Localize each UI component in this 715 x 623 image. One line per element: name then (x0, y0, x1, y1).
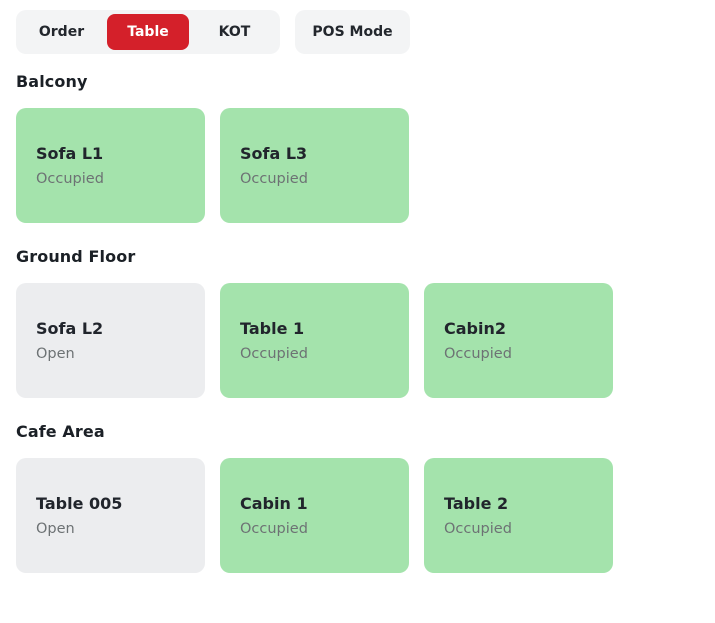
table-name: Sofa L1 (36, 144, 104, 163)
table-name: Table 2 (444, 494, 509, 513)
table-status: Occupied (240, 171, 308, 187)
table-name: Sofa L2 (36, 319, 104, 338)
card-row-balcony: Sofa L1 Occupied Sofa L3 Occupied (16, 108, 699, 223)
table-status: Open (36, 521, 75, 537)
table-status: Open (36, 346, 75, 362)
table-management-page: Order Table KOT POS Mode Balcony Sofa L1… (16, 10, 699, 573)
card-row-ground-floor: Sofa L2 Open Table 1 Occupied Cabin2 Occ… (16, 283, 699, 398)
tab-order[interactable]: Order (16, 10, 107, 54)
table-card[interactable]: Sofa L3 Occupied (220, 108, 409, 223)
table-status: Occupied (240, 521, 308, 537)
section-title-ground-floor: Ground Floor (16, 247, 136, 266)
toolbar: Order Table KOT POS Mode (16, 10, 699, 54)
table-name: Table 005 (36, 494, 123, 513)
table-status: Occupied (240, 346, 308, 362)
pos-mode-button[interactable]: POS Mode (295, 10, 410, 54)
card-row-cafe-area: Table 005 Open Cabin 1 Occupied Table 2 … (16, 458, 699, 573)
tab-table[interactable]: Table (107, 14, 189, 50)
table-card[interactable]: Table 2 Occupied (424, 458, 613, 573)
table-card[interactable]: Cabin2 Occupied (424, 283, 613, 398)
table-status: Occupied (36, 171, 104, 187)
table-card[interactable]: Sofa L2 Open (16, 283, 205, 398)
table-name: Sofa L3 (240, 144, 308, 163)
table-name: Cabin 1 (240, 494, 308, 513)
table-name: Table 1 (240, 319, 305, 338)
section-title-cafe-area: Cafe Area (16, 422, 105, 441)
table-card[interactable]: Cabin 1 Occupied (220, 458, 409, 573)
section-title-balcony: Balcony (16, 72, 88, 91)
table-status: Occupied (444, 521, 512, 537)
table-card[interactable]: Table 1 Occupied (220, 283, 409, 398)
table-status: Occupied (444, 346, 512, 362)
table-card[interactable]: Table 005 Open (16, 458, 205, 573)
tab-kot[interactable]: KOT (189, 10, 280, 54)
table-card[interactable]: Sofa L1 Occupied (16, 108, 205, 223)
table-name: Cabin2 (444, 319, 506, 338)
view-tab-group: Order Table KOT (16, 10, 280, 54)
